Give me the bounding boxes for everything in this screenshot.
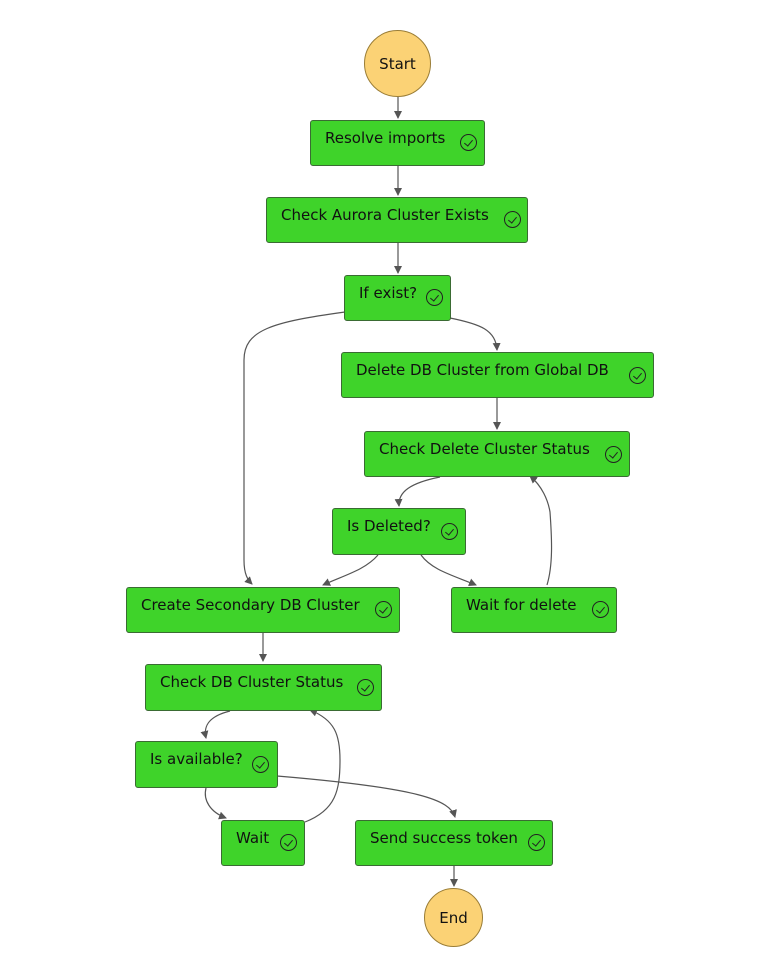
start-label: Start (379, 54, 416, 73)
check-circle-icon (357, 679, 374, 696)
end-node[interactable]: End (424, 888, 483, 947)
check-circle-icon (280, 834, 297, 851)
state-label: Wait for delete (466, 596, 577, 614)
check-circle-icon (528, 834, 545, 851)
state-check-db-cluster-status[interactable]: Check DB Cluster Status (145, 664, 382, 711)
state-create-secondary-db-cluster[interactable]: Create Secondary DB Cluster (126, 587, 400, 633)
state-check-aurora-cluster-exists[interactable]: Check Aurora Cluster Exists (266, 197, 528, 243)
state-wait[interactable]: Wait (221, 820, 305, 866)
edge-check-db-status-is-available (200, 710, 231, 739)
state-label: Delete DB Cluster from Global DB (356, 361, 609, 379)
state-label: Send success token (370, 829, 518, 847)
check-circle-icon (375, 601, 392, 618)
state-send-success-token[interactable]: Send success token (355, 820, 553, 866)
edge-is-deleted-create (322, 554, 379, 586)
state-label: Is available? (150, 750, 243, 768)
check-circle-icon (252, 756, 269, 773)
state-resolve-imports[interactable]: Resolve imports (310, 120, 485, 166)
state-delete-db-cluster[interactable]: Delete DB Cluster from Global DB (341, 352, 654, 398)
state-label: Check DB Cluster Status (160, 673, 344, 691)
state-label: Wait (236, 829, 270, 847)
check-circle-icon (426, 289, 443, 306)
state-label: Is Deleted? (347, 517, 431, 535)
state-label: Resolve imports (325, 129, 446, 147)
state-is-available[interactable]: Is available? (135, 741, 278, 788)
check-circle-icon (441, 523, 458, 540)
state-label: If exist? (359, 284, 418, 302)
edge-if-exist-create (243, 311, 346, 585)
check-circle-icon (504, 211, 521, 228)
edge-wait-for-delete-check-delete-status (529, 475, 553, 586)
state-if-exist[interactable]: If exist? (344, 275, 451, 321)
edge-check-delete-status-is-deleted (394, 476, 441, 507)
edge-is-deleted-wait-for-delete (420, 554, 477, 587)
check-circle-icon (592, 601, 609, 618)
start-node[interactable]: Start (364, 30, 431, 97)
edge-is-available-send-token (276, 775, 457, 818)
state-wait-for-delete[interactable]: Wait for delete (451, 587, 617, 633)
edge-wait-check-db-status (304, 708, 341, 823)
check-circle-icon (629, 367, 646, 384)
state-check-delete-cluster-status[interactable]: Check Delete Cluster Status (364, 431, 630, 477)
edge-is-available-wait (204, 787, 227, 820)
state-label: Check Delete Cluster Status (379, 440, 590, 458)
end-label: End (439, 908, 468, 927)
state-label: Create Secondary DB Cluster (141, 596, 360, 614)
edge-if-exist-delete (449, 317, 501, 351)
state-is-deleted[interactable]: Is Deleted? (332, 508, 466, 555)
check-circle-icon (460, 134, 477, 151)
state-label: Check Aurora Cluster Exists (281, 206, 489, 224)
check-circle-icon (605, 446, 622, 463)
